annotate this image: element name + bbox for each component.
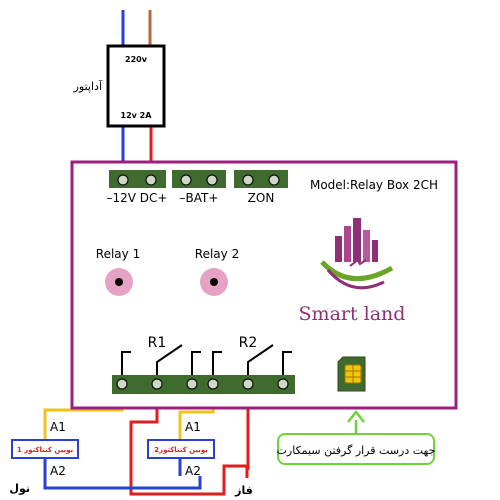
terminal-screw — [268, 174, 280, 186]
terminal-screw — [206, 174, 218, 186]
relay1-output-label: R1 — [148, 335, 167, 351]
relay-board: –12V DC+ –BAT+ ZON Model:Relay Box 2CH R… — [70, 160, 458, 410]
terminal-screw — [242, 378, 254, 390]
board-model: Model:Relay Box 2CH — [310, 178, 438, 192]
zone-terminal-block — [234, 170, 288, 188]
adapter-box — [106, 44, 166, 128]
terminal-screw — [207, 378, 219, 390]
zone-terminal-label: ZON — [248, 191, 275, 205]
relay2-output-label: R2 — [239, 335, 258, 351]
terminal-screw — [116, 378, 128, 390]
coil2-a2-label: A2 — [185, 464, 201, 478]
adapter: 220v 12v 2A آداپتور — [73, 44, 166, 128]
relay2-terminal — [204, 375, 295, 394]
sim-card-icon — [337, 356, 366, 392]
coil1-box — [11, 439, 79, 459]
battery-terminal: –BAT+ — [172, 170, 226, 205]
sim-note-callout: جهت درست قرار گرفتن سیمکارت — [277, 409, 436, 465]
relay1-phase-wire — [129, 384, 249, 496]
logo-text: Smart land — [299, 303, 406, 325]
coil2-box — [147, 439, 215, 459]
neutral-label: نول — [9, 482, 30, 495]
sim-note-text: جهت درست قرار گرفتن سیمکارت — [277, 444, 436, 457]
contactor-coil-2: A1 بوبین کنتاکتور2 A2 — [147, 420, 215, 478]
terminal-screw — [242, 174, 254, 186]
coil2-label: بوبین کنتاکتور2 — [154, 446, 208, 454]
adapter-label: آداپتور — [73, 79, 103, 93]
terminal-screw — [180, 174, 192, 186]
terminal-screw — [117, 174, 129, 186]
relay2-led-center — [210, 278, 218, 286]
relay1-led-center — [115, 278, 123, 286]
battery-terminal-label: –BAT+ — [180, 191, 219, 205]
terminal-screw — [145, 174, 157, 186]
coil1-a1-label: A1 — [50, 420, 66, 434]
phase-label: فاز — [234, 484, 253, 497]
terminal-screw — [151, 378, 163, 390]
terminal-screw — [186, 378, 198, 390]
relay1-terminal — [112, 375, 204, 394]
power-terminal-label: –12V DC+ — [107, 191, 168, 205]
zone-terminal: ZON — [234, 170, 288, 205]
sim-note-arrow-head — [347, 409, 365, 423]
coil2-a1-label: A1 — [185, 420, 201, 434]
board-outline — [70, 160, 458, 410]
contactor-coil-1: A1 بوبین کنتاکتور 1 A2 — [11, 420, 79, 478]
building-icon — [320, 218, 394, 290]
relay2-led-label: Relay 2 — [195, 247, 239, 261]
relay2-contact-symbol — [212, 344, 292, 376]
relay1-led-label: Relay 1 — [96, 247, 140, 261]
coil1-a2-label: A2 — [50, 464, 66, 478]
sim-note-box — [277, 433, 435, 465]
adapter-output-rating: 12v 2A — [121, 111, 153, 120]
relay1-contact-symbol — [121, 344, 201, 376]
battery-terminal-block — [172, 170, 226, 188]
coil1-label: بوبین کنتاکتور 1 — [17, 446, 74, 454]
power-terminal: –12V DC+ — [107, 170, 168, 205]
terminal-screw — [277, 378, 289, 390]
adapter-input-voltage: 220v — [125, 55, 148, 64]
neutral-wire — [43, 458, 202, 490]
smart-land-logo: Smart land — [299, 218, 406, 325]
